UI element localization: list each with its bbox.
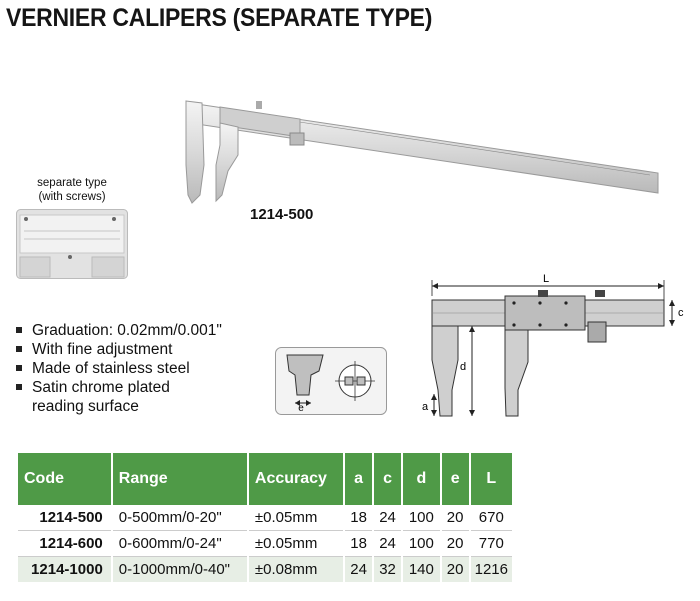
table-row: 1214-1000 0-1000mm/0-40" ±0.08mm 24 32 1… [18, 556, 512, 582]
cell-L: 670 [469, 505, 512, 531]
col-header-code: Code [18, 453, 113, 505]
col-header-L: L [469, 453, 512, 505]
cell-d: 100 [402, 505, 442, 531]
dim-label-c: c [678, 307, 684, 319]
dim-label-a: a [422, 401, 429, 413]
cell-d: 100 [402, 530, 442, 557]
cell-c: 24 [373, 530, 403, 557]
spec-table: Code Range Accuracy a c d e L 1214-500 0… [18, 453, 512, 582]
cell-e: 20 [440, 505, 471, 531]
cell-e: 20 [440, 556, 471, 582]
cell-d: 140 [402, 556, 442, 582]
dimension-drawing: L c d a [422, 273, 684, 417]
inset-caption-line1: separate type [37, 177, 107, 189]
separate-type-closeup-photo [16, 209, 128, 279]
cell-a: 24 [344, 556, 375, 582]
model-label: 1214-500 [250, 206, 314, 223]
col-header-range: Range [111, 453, 249, 505]
cell-range: 0-600mm/0-24" [111, 530, 249, 557]
cell-accuracy: ±0.08mm [247, 556, 346, 582]
feature-item-continuation: reading surface [32, 398, 139, 415]
page-title: VERNIER CALIPERS (SEPARATE TYPE) [6, 4, 433, 32]
bullet-icon [16, 384, 22, 390]
caliper-photo [185, 100, 659, 204]
cell-code: 1214-1000 [18, 556, 113, 582]
inset-caption-line2: (with screws) [38, 191, 106, 203]
cell-accuracy: ±0.05mm [247, 530, 346, 557]
col-header-accuracy: Accuracy [247, 453, 346, 505]
cell-c: 24 [373, 505, 403, 531]
table-header-row: Code Range Accuracy a c d e L [18, 453, 512, 505]
cell-code: 1214-600 [18, 530, 113, 557]
bullet-icon [16, 365, 22, 371]
col-header-d: d [402, 453, 442, 505]
cell-code: 1214-500 [18, 505, 113, 531]
col-header-c: c [373, 453, 403, 505]
table-row: 1214-500 0-500mm/0-20" ±0.05mm 18 24 100… [18, 505, 512, 531]
col-header-e: e [440, 453, 471, 505]
cell-a: 18 [344, 530, 375, 557]
cell-L: 1216 [469, 556, 512, 582]
feature-item: Satin chrome plated [14, 378, 222, 397]
cell-range: 0-1000mm/0-40" [111, 556, 249, 582]
bullet-icon [16, 346, 22, 352]
feature-item: With fine adjustment [14, 340, 222, 359]
table-row: 1214-600 0-600mm/0-24" ±0.05mm 18 24 100… [18, 530, 512, 557]
jaw-detail-drawing: e [275, 347, 387, 415]
cell-a: 18 [344, 505, 375, 531]
cell-e: 20 [440, 530, 471, 557]
col-header-a: a [344, 453, 375, 505]
dim-label-e: e [298, 403, 304, 414]
feature-item: Graduation: 0.02mm/0.001" [14, 321, 222, 340]
cell-range: 0-500mm/0-20" [111, 505, 249, 531]
feature-list: Graduation: 0.02mm/0.001" With fine adju… [14, 321, 222, 416]
inset-caption: separate type (with screws) [22, 176, 122, 204]
cell-L: 770 [469, 530, 512, 557]
cell-c: 32 [373, 556, 403, 582]
feature-item: Made of stainless steel [14, 359, 222, 378]
cell-accuracy: ±0.05mm [247, 505, 346, 531]
dim-label-L: L [543, 273, 549, 285]
dim-label-d: d [460, 361, 466, 373]
bullet-icon [16, 327, 22, 333]
